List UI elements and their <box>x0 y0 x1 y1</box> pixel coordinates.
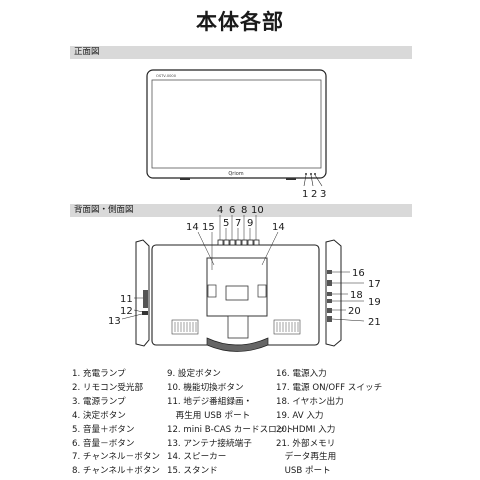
section-label-front: 正面図 <box>74 47 100 57</box>
legend-item: 18. イヤホン出力 <box>276 396 344 407</box>
speaker-left <box>171 319 199 335</box>
callout-2: 2 <box>311 189 317 200</box>
callout-11: 11 <box>120 294 133 305</box>
callout-14-right: 14 <box>272 222 285 233</box>
callout-14-left: 14 <box>186 222 199 233</box>
legend-item: 8. チャンネル＋ボタン <box>72 466 161 477</box>
front-tv: OSTV-0000 Qriom 1 2 3 <box>146 69 327 200</box>
callout-8: 8 <box>241 205 247 216</box>
legend-item: 6. 音量－ボタン <box>72 438 135 449</box>
legend-item: 21. 外部メモリ <box>276 438 336 449</box>
legend-item: 19. AV 入力 <box>276 410 324 421</box>
front-foot-right <box>286 178 296 180</box>
tv-screen <box>151 79 322 169</box>
callout-15: 15 <box>202 222 215 233</box>
hinge-right <box>257 284 267 298</box>
legend-item: 15. スタンド <box>167 466 218 477</box>
leader-2 <box>310 174 314 187</box>
section-header-back: 背面図・側面図 <box>70 204 412 217</box>
legend-item: 12. mini B-CAS カードスロット <box>167 424 294 435</box>
callout-17: 17 <box>368 279 381 290</box>
callout-7: 7 <box>235 218 241 229</box>
leader-3 <box>314 174 323 187</box>
legend-item: 再生用 USB ポート <box>167 410 251 421</box>
stand-base <box>206 337 269 352</box>
legend-item: 3. 電源ランプ <box>72 396 126 407</box>
legend-item: 5. 音量＋ボタン <box>72 424 135 435</box>
side-ports-right <box>327 270 332 322</box>
top-buttons <box>217 239 260 246</box>
label-plate <box>225 285 249 301</box>
back-view: 4 6 8 10 5 7 9 14 15 14 11 12 13 <box>108 205 381 352</box>
stand-arm <box>227 315 249 339</box>
section-header-front: 正面図 <box>70 46 412 59</box>
callout-3: 3 <box>320 189 326 200</box>
side-ports-left <box>143 290 148 308</box>
remote-sensor <box>310 173 312 175</box>
legend-item: 9. 設定ボタン <box>167 369 221 379</box>
legend-item: 11. 地デジ番組録画・ <box>167 396 253 407</box>
legend-column-2: 9. 設定ボタン 10. 機能切換ボタン 11. 地デジ番組録画・ 再生用 US… <box>167 368 294 479</box>
top-leaders <box>197 215 279 270</box>
side-profile-left <box>135 239 150 347</box>
legend-item: 1. 充電ランプ <box>72 369 126 379</box>
legend-item: 10. 機能切換ボタン <box>167 382 244 393</box>
callout-19: 19 <box>368 297 381 308</box>
legend-item: 4. 決定ボタン <box>72 410 126 421</box>
leader-1 <box>303 174 307 187</box>
antenna-port <box>142 311 148 315</box>
legend-item: USB ポート <box>276 466 331 477</box>
callout-20: 20 <box>348 306 361 317</box>
brand-logo: Qriom <box>228 171 243 177</box>
legend-item: 2. リモコン受光部 <box>72 382 144 393</box>
section-label-back: 背面図・側面図 <box>74 205 134 215</box>
callout-4: 4 <box>217 205 223 216</box>
callout-12: 12 <box>120 306 133 317</box>
callout-18: 18 <box>350 290 363 301</box>
legend-item: 16. 電源入力 <box>276 369 327 379</box>
hinge-left <box>207 284 217 298</box>
charge-lamp <box>305 173 307 175</box>
callout-16: 16 <box>352 268 365 279</box>
legend-item: 14. スピーカー <box>167 452 227 463</box>
legend-item: 17. 電源 ON/OFF スイッチ <box>276 382 383 393</box>
callout-13: 13 <box>108 316 121 327</box>
legend-column-1: 1. 充電ランプ 2. リモコン受光部 3. 電源ランプ 4. 決定ボタン 5.… <box>72 368 160 479</box>
callout-1: 1 <box>302 189 308 200</box>
speaker-right <box>273 319 301 335</box>
callout-10: 10 <box>251 205 264 216</box>
front-foot-left <box>180 178 190 180</box>
legend-item: 20. HDMI 入力 <box>276 424 336 435</box>
callout-21: 21 <box>368 317 381 328</box>
legend-item: 7. チャンネル－ボタン <box>72 452 161 463</box>
callout-5: 5 <box>223 218 229 229</box>
callout-6: 6 <box>229 205 235 216</box>
legend-item: 13. アンテナ接続端子 <box>167 438 252 449</box>
callout-9: 9 <box>247 218 253 229</box>
legend-column-3: 16. 電源入力 17. 電源 ON/OFF スイッチ 18. イヤホン出力 1… <box>276 368 382 479</box>
screen-model-text: OSTV-0000 <box>156 74 177 78</box>
legend-item: データ再生用 <box>276 452 337 463</box>
power-lamp <box>314 173 316 175</box>
page-title: 本体各部 <box>196 10 284 34</box>
